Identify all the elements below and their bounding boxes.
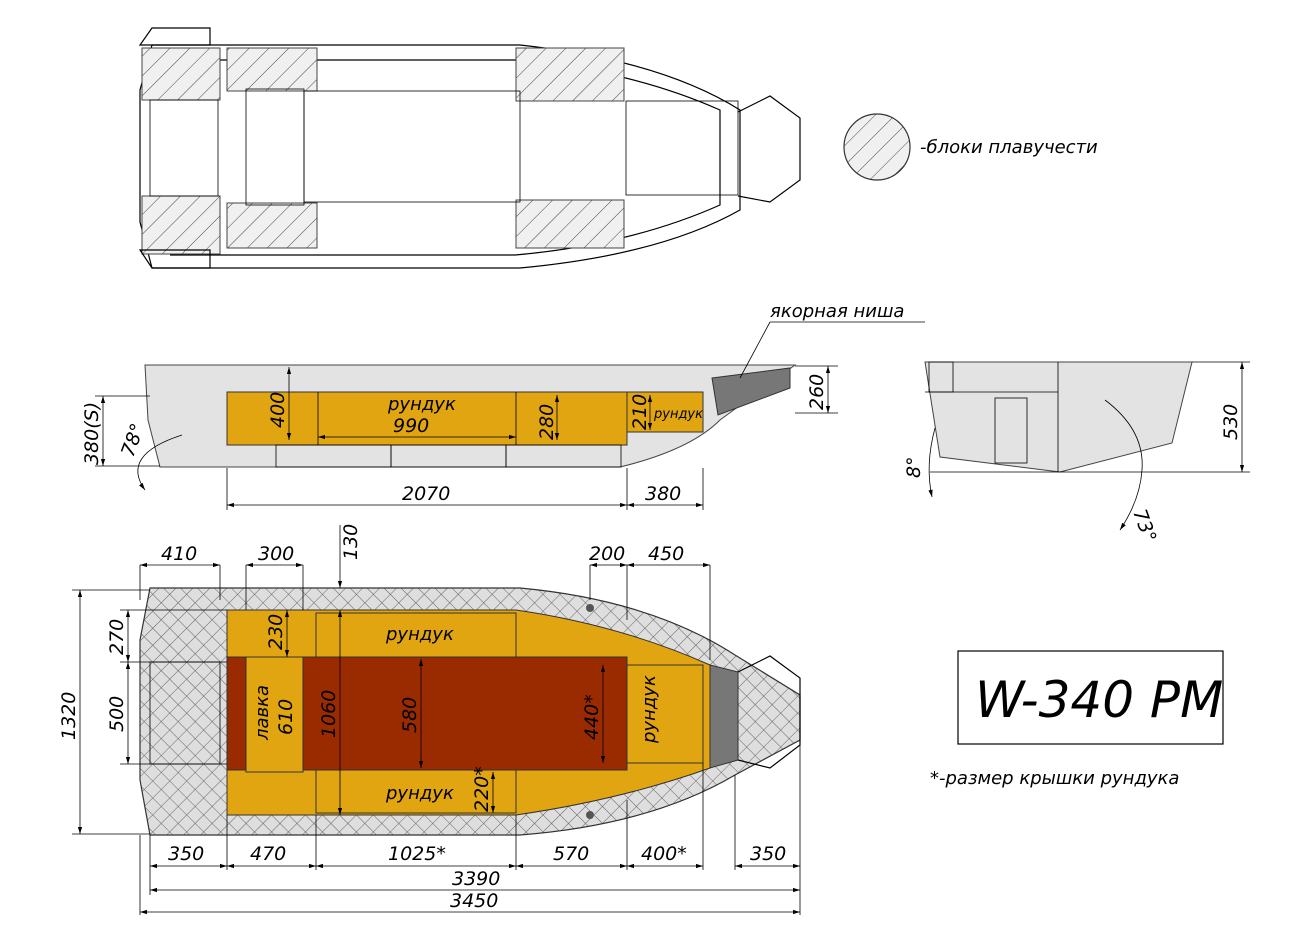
top-view: [138, 27, 801, 269]
legend-label: -блоки плавучести: [920, 137, 1098, 158]
side-chest-small-label: рундук: [653, 407, 703, 422]
plan-dim-300: 300: [258, 543, 294, 565]
side-angle-78-arc: [137, 434, 183, 491]
model-title: W-340 PM: [975, 671, 1223, 729]
plan-dim-270: 270: [106, 619, 128, 655]
plan-chest-top: [315, 612, 517, 658]
side-anchor-niche: [711, 367, 791, 416]
section-dim-530: 530: [1220, 404, 1242, 440]
plan-dim-1320: 1320: [58, 692, 80, 740]
legend: -блоки плавучести: [843, 113, 1098, 181]
model-title-frame: [957, 650, 1224, 745]
plan-dim-230: 230: [265, 614, 287, 650]
plan-chest-bottom-label: рундук: [385, 783, 454, 804]
plan-drain-bottom: [586, 811, 594, 819]
plan-dim-350a: 350: [168, 843, 204, 865]
plan-dim-1060: 1060: [318, 690, 340, 738]
plan-dim-580: 580: [399, 697, 421, 733]
side-dim-2070: 2070: [402, 483, 450, 505]
side-dim-380: 380: [645, 483, 681, 505]
top-transom-hatch-low: [141, 195, 221, 255]
plan-chest-right-label: рундук: [639, 675, 660, 744]
plan-dim-410: 410: [161, 543, 197, 565]
top-stern-handle-bottom: [138, 249, 211, 269]
side-angle-78: 78°: [117, 421, 149, 460]
plan-bow-gray: [709, 664, 739, 769]
plan-chest-right: [626, 664, 704, 764]
top-bench: [245, 88, 305, 206]
plan-dim-610: 610: [275, 699, 297, 735]
section-angle-8-arc: [928, 427, 936, 498]
plan-dim-3390: 3390: [452, 868, 500, 890]
plan-bow-handle: [737, 655, 801, 769]
side-chest-label: рундук: [387, 394, 456, 415]
plan-dim-570: 570: [553, 843, 589, 865]
top-seat-hatch: [226, 47, 318, 92]
plan-dim-3450: 3450: [450, 890, 498, 912]
plan-dim-350b: 350: [750, 843, 786, 865]
float-block-symbol: [843, 113, 911, 181]
top-stern-handle-top: [138, 27, 211, 46]
section-hull: [924, 361, 1193, 473]
top-transom-hatch: [141, 47, 221, 101]
top-bow-hatch-low: [515, 199, 625, 249]
side-dim-400: 400: [267, 392, 289, 428]
plan-chest-top-label: рундук: [385, 624, 454, 645]
top-bow-handle: [737, 95, 801, 203]
side-dim-260: 260: [806, 374, 828, 410]
plan-dim-470: 470: [250, 843, 286, 865]
plan-dim-130: 130: [340, 524, 362, 560]
plan-dim-500: 500: [106, 696, 128, 732]
plan-dim-220: 220*: [471, 766, 493, 812]
top-deck-center: [303, 90, 521, 203]
section-angle-8: 8°: [903, 456, 925, 478]
side-dim-210: 210: [629, 394, 651, 430]
plan-dim-450: 450: [648, 543, 684, 565]
side-chest-bow: [626, 391, 704, 433]
section-seat: [994, 397, 1028, 464]
plan-chest-bottom: [315, 769, 517, 814]
anchor-niche-label: якорная ниша: [770, 301, 904, 322]
model-title-block: W-340 PM *-размер крышки рундука: [930, 650, 1224, 789]
anchor-leader-line-2: [739, 321, 771, 379]
side-dim-990: 990: [393, 415, 429, 437]
side-dim-380s: 380(S): [81, 402, 103, 465]
plan-drain-top: [586, 604, 594, 612]
section-angle-73: 73°: [1128, 506, 1160, 545]
note-text: *-размер крышки рундука: [930, 768, 1179, 789]
section-angle-73-arc: [1104, 399, 1143, 531]
plan-dim-440: 440*: [581, 694, 603, 740]
top-bow-hatch: [515, 47, 625, 102]
top-seat-hatch-low: [226, 202, 318, 249]
section-side-detail: [928, 361, 954, 393]
section-view: 530 8° 73°: [903, 361, 1250, 545]
side-dim-280: 280: [536, 404, 558, 440]
top-transom-well: [149, 99, 219, 197]
top-bow-deck: [625, 100, 739, 196]
plan-dim-400: 400*: [641, 843, 687, 865]
plan-dim-200: 200: [589, 543, 625, 565]
side-floor-panel-3: [505, 444, 622, 468]
plan-bench: [245, 656, 304, 773]
plan-dim-1025: 1025*: [388, 843, 446, 865]
side-view: рундук 990 400 280 210 рундук якорная ни…: [81, 301, 925, 510]
plan-view: рундук рундук рундук лавка 610 230 1060 …: [58, 524, 801, 915]
plan-bench-label: лавка: [252, 685, 273, 741]
